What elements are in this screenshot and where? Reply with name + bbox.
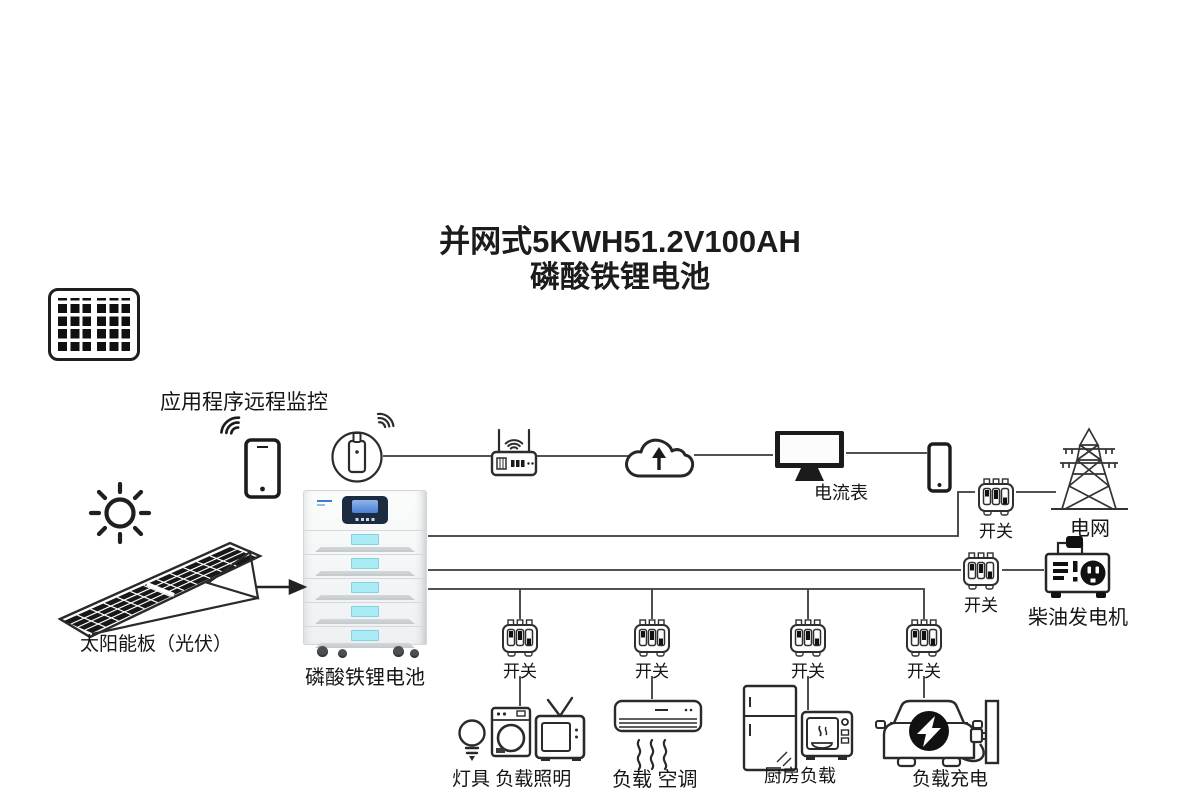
title-line1: 并网式5KWH51.2V100AH (439, 224, 801, 259)
brand-logo (317, 500, 332, 507)
connection-wires (383, 452, 1056, 710)
switch-ev-icon (906, 619, 942, 657)
app-phone-icon (244, 438, 281, 499)
phone-icon (927, 442, 952, 493)
generator-label: 柴油发电机 (1028, 607, 1128, 629)
page-title: 并网式5KWH51.2V100AH 磷酸铁锂电池 (320, 224, 920, 296)
switch-lighting-label: 开关 (503, 662, 537, 681)
solar-module-cells-right (97, 298, 130, 351)
bulb-icon (458, 719, 486, 761)
router-icon (490, 428, 538, 477)
solar-module-icon (48, 288, 140, 361)
switch-ac-label: 开关 (635, 662, 669, 681)
ev-load-label: 负载充电 (912, 769, 989, 790)
current-meter-label: 电流表 (814, 483, 868, 503)
ev-car-icon (875, 699, 987, 768)
solar-array-icon (57, 541, 263, 639)
switch-lighting-icon (502, 619, 538, 657)
caster-wheel (338, 649, 347, 658)
fridge-icon (742, 684, 798, 772)
switch-kitchen-icon (790, 619, 826, 657)
sun-icon (88, 481, 152, 545)
solar-module-cells-left (58, 298, 91, 351)
air-conditioner-icon (613, 699, 703, 733)
switch-grid-icon (978, 478, 1014, 516)
kitchen-load-label: 厨房负载 (764, 766, 836, 786)
tv-icon (534, 696, 586, 761)
grid-label: 电网 (1070, 518, 1110, 540)
microwave-icon (800, 710, 854, 760)
battery-display (342, 496, 388, 524)
battery-module (304, 602, 426, 626)
phone-wifi-icon (217, 412, 245, 440)
monitor-icon (775, 431, 844, 481)
dongle-wifi-icon (373, 409, 397, 432)
generator-icon (1044, 536, 1111, 598)
battery-module (304, 626, 426, 650)
router-wifi-icon (504, 439, 524, 450)
grid-tower-icon (1051, 427, 1128, 510)
title-line2: 磷酸铁锂电池 (530, 261, 710, 294)
airflow-icon (636, 738, 668, 771)
battery-module (304, 530, 426, 554)
switch-generator-icon (963, 552, 999, 590)
charging-post-icon (984, 699, 1000, 765)
switch-generator-label: 开关 (964, 596, 998, 615)
battery-label: 磷酸铁锂电池 (305, 667, 425, 689)
caster-wheel (317, 646, 328, 657)
switch-kitchen-label: 开关 (791, 662, 825, 681)
battery-module (304, 554, 426, 578)
battery-module (304, 578, 426, 602)
cloud-upload-icon (625, 438, 695, 478)
dongle-icon (331, 431, 383, 483)
switch-ev-label: 开关 (907, 662, 941, 681)
switch-ac-icon (634, 619, 670, 657)
solar-panel-label: 太阳能板（光伏） (80, 634, 233, 655)
switch-grid-label: 开关 (979, 522, 1013, 541)
ac-load-label: 负载 空调 (612, 769, 698, 791)
battery-stack (303, 490, 427, 645)
caster-wheel (393, 646, 404, 657)
caster-wheel (410, 649, 419, 658)
battery-inverter-module (304, 491, 426, 530)
app-monitor-label: 应用程序远程监控 (160, 391, 328, 414)
lighting-load-label: 灯具 负载照明 (452, 769, 572, 790)
washing-machine-icon (490, 706, 532, 758)
pv-to-battery-arrow (256, 579, 308, 595)
